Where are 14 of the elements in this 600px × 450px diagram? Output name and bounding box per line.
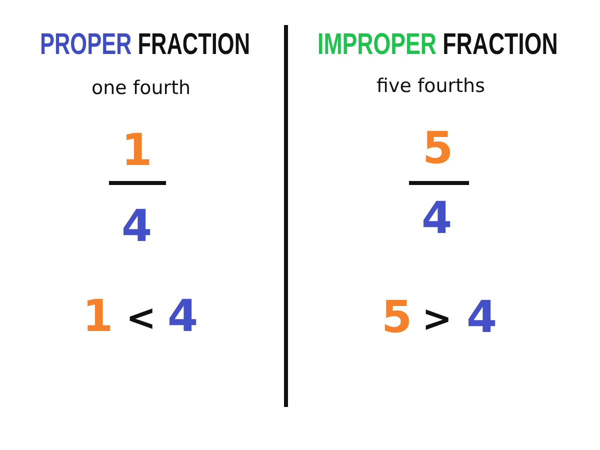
denominator: 4 <box>422 197 452 241</box>
greater-than-sign: > <box>422 302 452 338</box>
numerator: 5 <box>422 127 454 171</box>
number: 4 <box>466 296 498 340</box>
less-than-sign: < <box>126 301 156 337</box>
number: 5 <box>382 296 412 340</box>
number: 4 <box>168 295 198 339</box>
denominator: 4 <box>122 205 152 249</box>
heading: PROPER FRACTION <box>40 30 250 60</box>
heading: IMPROPER FRACTION <box>317 30 558 60</box>
numerator: 1 <box>122 129 152 173</box>
fraction-name: one fourth <box>92 78 191 98</box>
number: 1 <box>82 295 114 339</box>
fraction-name: five fourths <box>376 76 485 96</box>
